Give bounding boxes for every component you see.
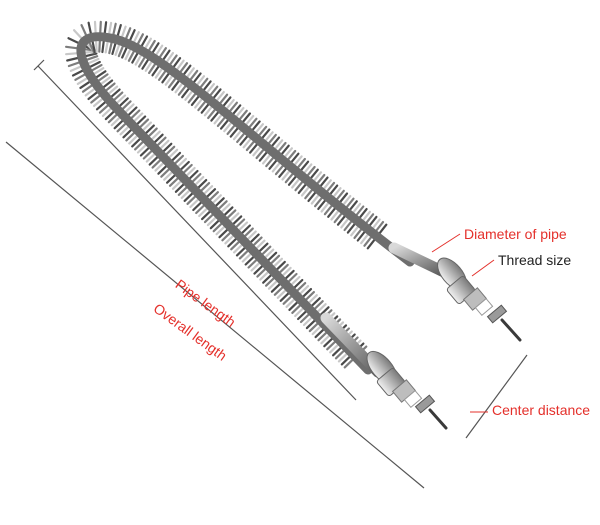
label-pointers (431, 233, 495, 413)
center-distance-dimension (465, 354, 528, 439)
center-distance-label: Center distance (492, 402, 591, 418)
u-tube-core (76, 32, 415, 375)
right-terminal-assembly (388, 242, 522, 342)
pipe-length-dimension (33, 59, 357, 401)
left-terminal-assembly (320, 312, 448, 430)
diameter-of-pipe-label: Diameter of pipe (464, 226, 567, 242)
thread-size-label: Thread size (498, 252, 572, 268)
overall-length-dimension (5, 141, 425, 489)
